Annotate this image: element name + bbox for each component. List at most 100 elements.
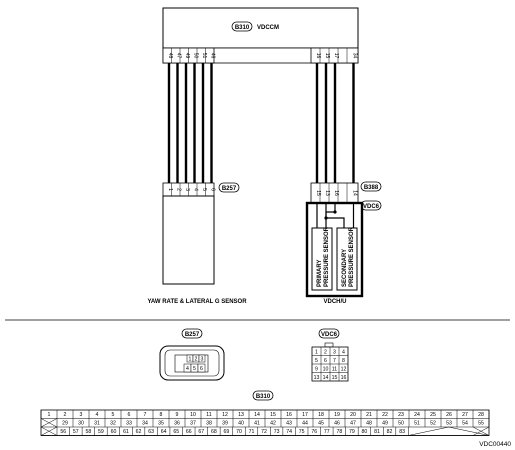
svg-text:51: 51 bbox=[201, 53, 207, 59]
svg-text:9: 9 bbox=[315, 366, 318, 372]
svg-text:B257: B257 bbox=[222, 186, 237, 192]
b310-pin: 64 bbox=[161, 429, 167, 435]
b310-pin: 63 bbox=[148, 429, 154, 435]
b310-pin: 80 bbox=[362, 429, 368, 435]
vdc6-connector-tag: VDC6 bbox=[318, 328, 340, 339]
svg-text:15: 15 bbox=[332, 375, 338, 381]
b310-pin: 70 bbox=[236, 429, 242, 435]
svg-text:6: 6 bbox=[210, 188, 216, 191]
secondary-pressure-sensor bbox=[336, 227, 358, 291]
svg-text:5: 5 bbox=[315, 358, 318, 364]
svg-text:4: 4 bbox=[186, 366, 189, 372]
vdccm-right-terminals: 16 15 17 34 bbox=[310, 47, 359, 64]
svg-text:16: 16 bbox=[333, 190, 339, 196]
svg-text:B310: B310 bbox=[235, 25, 250, 31]
b310-pin: 25 bbox=[430, 412, 436, 418]
b310-pin: 38 bbox=[206, 421, 212, 427]
b310-pin: 40 bbox=[238, 421, 244, 427]
svg-text:3: 3 bbox=[184, 188, 190, 191]
svg-text:4: 4 bbox=[342, 349, 345, 355]
b310-pin: 65 bbox=[173, 429, 179, 435]
b257-connector-face: 1 2 3 4 5 6 bbox=[159, 345, 225, 381]
vdch-wires bbox=[315, 63, 355, 183]
vdch-label: VDCH/U bbox=[323, 299, 346, 305]
yaw-sensor-wires bbox=[167, 63, 213, 183]
svg-text:4: 4 bbox=[193, 188, 199, 191]
b310-pin: 6 bbox=[128, 412, 131, 418]
b310-connector-tag: B310 bbox=[252, 390, 274, 401]
svg-text:2: 2 bbox=[324, 349, 327, 355]
b310-pin: 52 bbox=[430, 421, 436, 427]
b310-pin: 33 bbox=[126, 421, 132, 427]
svg-text:3: 3 bbox=[333, 349, 336, 355]
b310-pin: 31 bbox=[94, 421, 100, 427]
b310-pin: 35 bbox=[158, 421, 164, 427]
b310-pin: 61 bbox=[123, 429, 129, 435]
b310-pin: 30 bbox=[78, 421, 84, 427]
b310-pin: 74 bbox=[286, 429, 292, 435]
b310-pin: 66 bbox=[186, 429, 192, 435]
svg-text:VDC6: VDC6 bbox=[321, 332, 338, 338]
svg-text:6: 6 bbox=[324, 358, 327, 364]
vdccm-connector-tag: B310 bbox=[231, 21, 253, 32]
figure-code: VDC00440 bbox=[479, 441, 511, 448]
b310-pin: 49 bbox=[382, 421, 388, 427]
b310-pin: 3 bbox=[80, 412, 83, 418]
b310-pin: 53 bbox=[446, 421, 452, 427]
svg-text:50: 50 bbox=[193, 53, 199, 59]
b310-pin: 2 bbox=[64, 412, 67, 418]
primary-pressure-sensor bbox=[311, 227, 333, 291]
b310-pin: 54 bbox=[462, 421, 468, 427]
b310-pin: 55 bbox=[478, 421, 484, 427]
svg-text:48: 48 bbox=[167, 53, 173, 59]
b310-pin: 75 bbox=[299, 429, 305, 435]
b310-pin: 72 bbox=[261, 429, 267, 435]
svg-text:1: 1 bbox=[315, 349, 318, 355]
b310-pin: 16 bbox=[286, 412, 292, 418]
svg-text:16: 16 bbox=[315, 53, 321, 59]
vdch-junction-dots bbox=[324, 210, 337, 220]
svg-text:7: 7 bbox=[333, 358, 336, 364]
b310-pin: 10 bbox=[190, 412, 196, 418]
b310-pin: 76 bbox=[311, 429, 317, 435]
b310-pin: 26 bbox=[446, 412, 452, 418]
svg-text:16: 16 bbox=[341, 375, 347, 381]
b310-pin: 82 bbox=[387, 429, 393, 435]
svg-text:1: 1 bbox=[189, 357, 192, 363]
vdccm-module-box bbox=[162, 7, 359, 49]
b310-pin: 46 bbox=[334, 421, 340, 427]
b310-pin: 7 bbox=[144, 412, 147, 418]
b310-pin: 11 bbox=[206, 412, 211, 418]
b310-pin: 37 bbox=[190, 421, 196, 427]
svg-text:14: 14 bbox=[352, 190, 358, 196]
b310-pin: 9 bbox=[176, 412, 179, 418]
b310-pin: 39 bbox=[222, 421, 228, 427]
svg-text:B310: B310 bbox=[256, 394, 271, 400]
b310-pin: 83 bbox=[399, 429, 405, 435]
b310-pin: 14 bbox=[254, 412, 260, 418]
svg-text:VDC6: VDC6 bbox=[363, 204, 380, 210]
b310-pin: 48 bbox=[366, 421, 372, 427]
svg-text:8: 8 bbox=[342, 358, 345, 364]
b310-pin: 58 bbox=[85, 429, 91, 435]
b310-pin: 36 bbox=[174, 421, 180, 427]
svg-text:6: 6 bbox=[200, 366, 203, 372]
b310-pin: 17 bbox=[302, 412, 308, 418]
b310-pin: 15 bbox=[270, 412, 276, 418]
vdch-terminals: 15 13 16 14 bbox=[310, 182, 359, 204]
svg-text:5: 5 bbox=[201, 188, 207, 191]
b310-pin: 68 bbox=[211, 429, 217, 435]
yaw-sensor-label: YAW RATE & LATERAL G SENSOR bbox=[147, 299, 247, 305]
svg-text:17: 17 bbox=[333, 53, 339, 59]
svg-text:2: 2 bbox=[176, 188, 182, 191]
b310-pin: 18 bbox=[318, 412, 324, 418]
svg-text:15: 15 bbox=[315, 190, 321, 196]
svg-text:11: 11 bbox=[332, 366, 337, 372]
b310-pin: 77 bbox=[324, 429, 330, 435]
b310-pin: 24 bbox=[414, 412, 420, 418]
b310-pin: 57 bbox=[73, 429, 79, 435]
vdch-connector-tag-b388: B388 bbox=[360, 181, 382, 192]
b257-connector-tag: B257 bbox=[181, 328, 203, 339]
vdch-internal-wiring bbox=[316, 203, 355, 228]
